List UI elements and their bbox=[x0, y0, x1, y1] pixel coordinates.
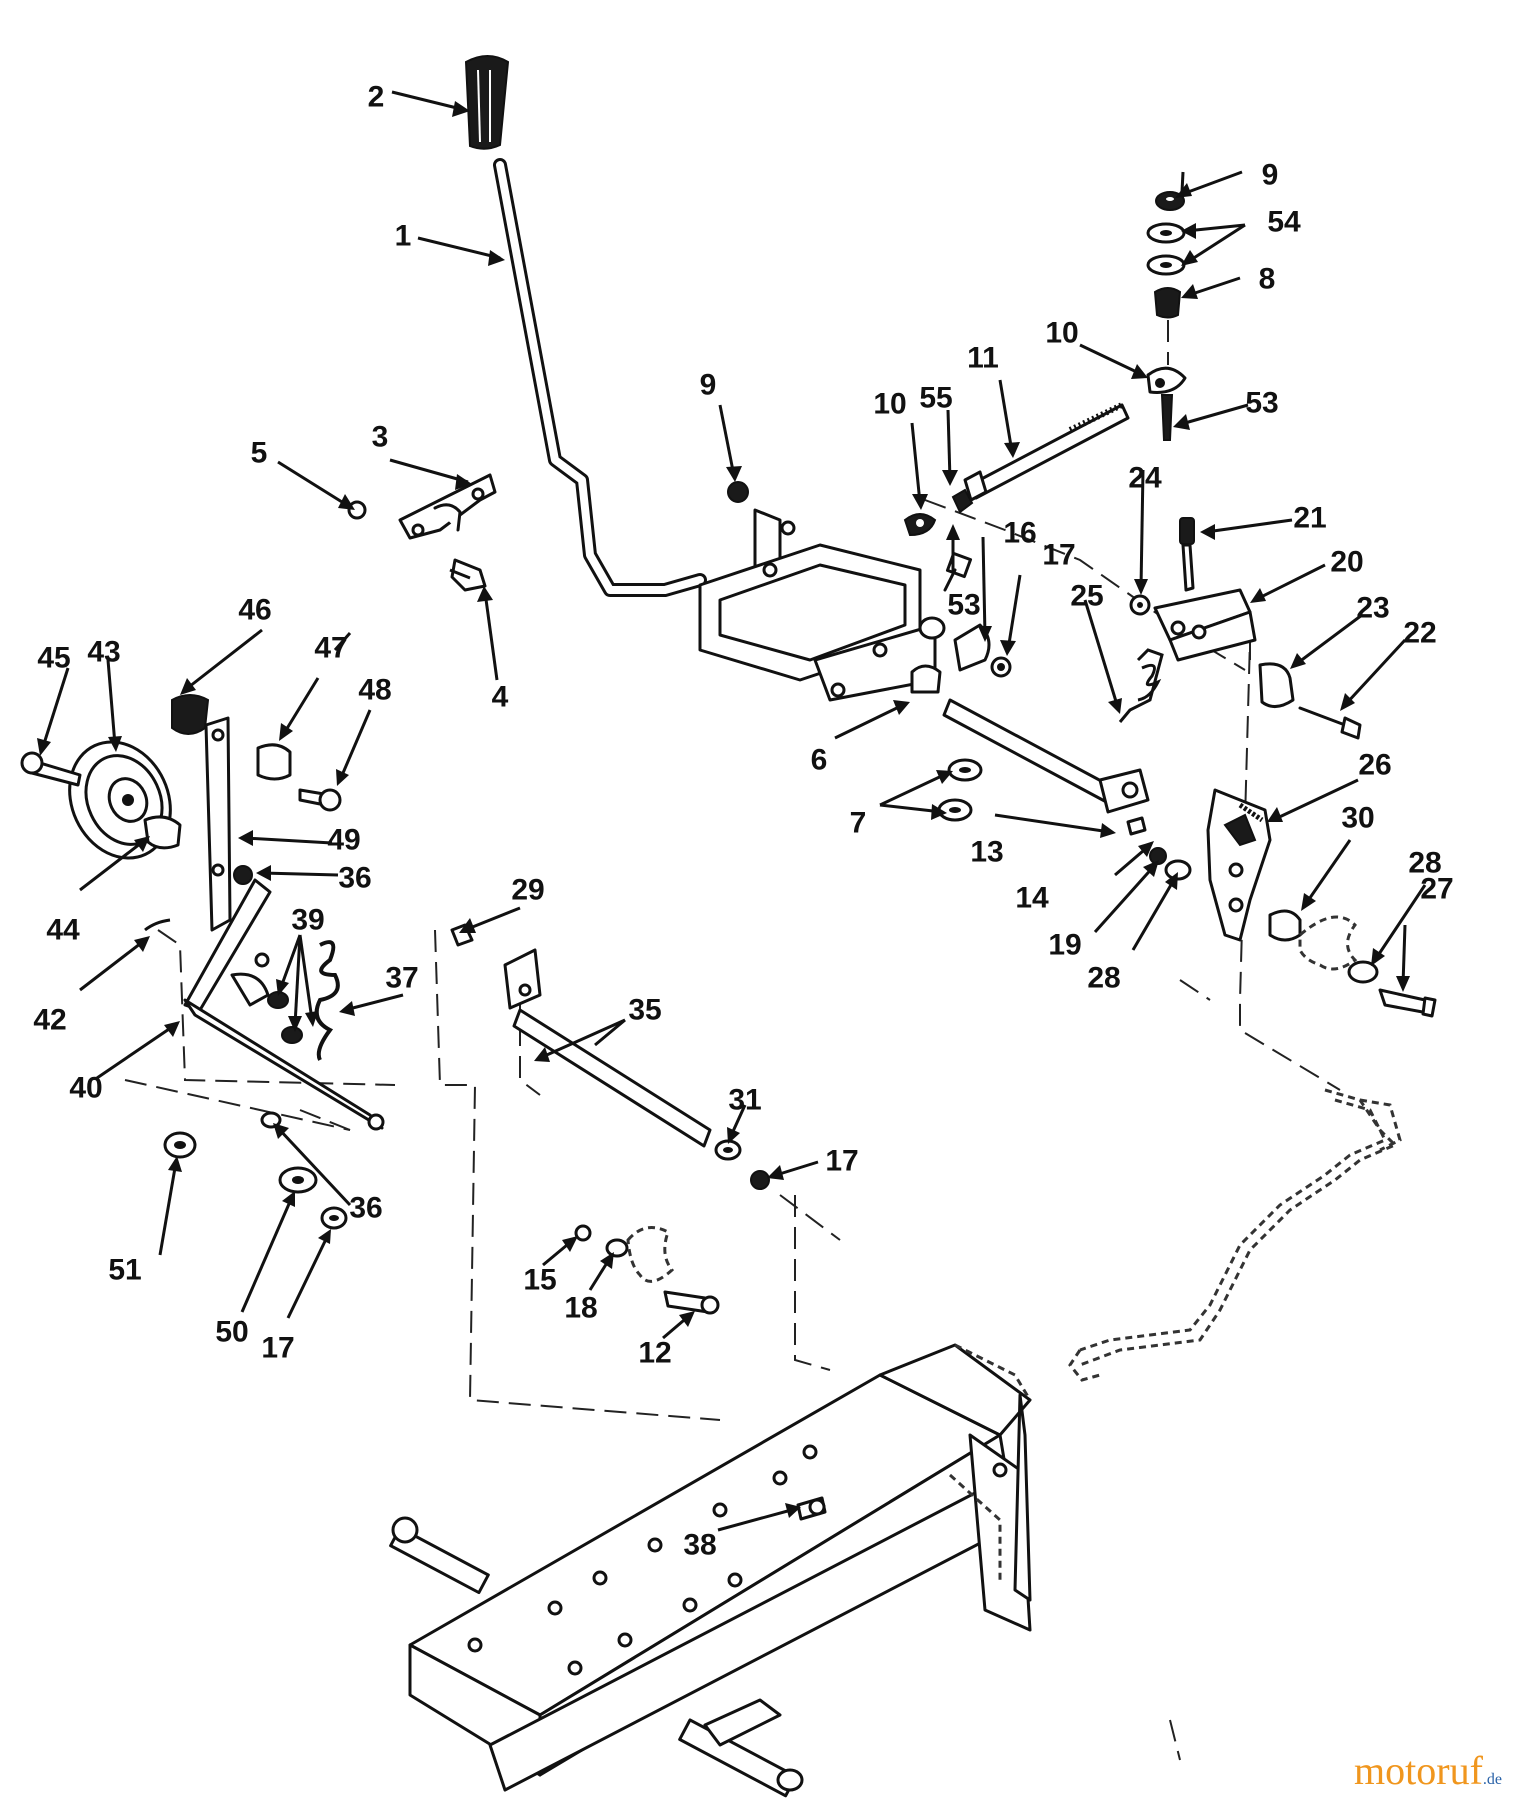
callout-10-right: 10 bbox=[1045, 317, 1078, 350]
callout-17-lower: 17 bbox=[261, 1332, 294, 1365]
lever-grip bbox=[464, 55, 510, 150]
callout-14: 14 bbox=[1015, 882, 1049, 915]
callout-49: 49 bbox=[327, 824, 360, 857]
watermark-tld: .de bbox=[1482, 1771, 1502, 1788]
callout-28-left: 28 bbox=[1087, 962, 1120, 995]
callout-28-right: 28 bbox=[1408, 847, 1441, 880]
callout-38: 38 bbox=[683, 1529, 716, 1562]
callout-17-middle: 17 bbox=[825, 1145, 858, 1178]
cross-shaft bbox=[937, 698, 1192, 881]
callout-44: 44 bbox=[46, 914, 80, 947]
quadrant-plate bbox=[1206, 788, 1437, 1018]
ghost-linkage bbox=[1068, 1088, 1402, 1382]
bracket-hardware bbox=[727, 481, 1012, 694]
idler-arm bbox=[171, 694, 342, 932]
callout-23: 23 bbox=[1356, 592, 1389, 625]
callout-36-upper: 36 bbox=[338, 862, 371, 895]
callout-20: 20 bbox=[1330, 546, 1363, 579]
callout-26: 26 bbox=[1358, 749, 1391, 782]
callout-54: 54 bbox=[1267, 206, 1301, 239]
threaded-rod bbox=[963, 402, 1130, 502]
callout-3: 3 bbox=[372, 421, 389, 454]
callout-2: 2 bbox=[368, 81, 385, 114]
callout-27: 27 bbox=[1420, 873, 1453, 906]
callout-6: 6 bbox=[811, 744, 828, 777]
tractor-frame bbox=[389, 1343, 1032, 1798]
callout-37: 37 bbox=[385, 962, 418, 995]
callout-29: 29 bbox=[511, 874, 544, 907]
callout-11: 11 bbox=[967, 342, 999, 375]
callout-labels: 1 2 3 4 5 6 7 8 9 9 10 10 11 12 13 14 15… bbox=[33, 81, 1453, 1562]
callout-30: 30 bbox=[1341, 802, 1374, 835]
callout-17-upper: 17 bbox=[1042, 539, 1075, 572]
callout-1: 1 bbox=[395, 220, 412, 253]
callout-39: 39 bbox=[291, 904, 324, 937]
callout-16: 16 bbox=[1003, 517, 1036, 550]
callout-46: 46 bbox=[238, 594, 271, 627]
callout-8: 8 bbox=[1259, 263, 1276, 296]
callout-35: 35 bbox=[628, 994, 661, 1027]
callout-4: 4 bbox=[492, 681, 509, 714]
callout-45: 45 bbox=[37, 642, 70, 675]
callout-47: 47 bbox=[314, 632, 347, 665]
callout-53-lower: 53 bbox=[947, 589, 980, 622]
callout-12: 12 bbox=[638, 1337, 671, 1370]
brake-rod bbox=[450, 923, 770, 1190]
callout-7: 7 bbox=[850, 807, 867, 840]
idler-pulley bbox=[20, 740, 182, 860]
pedal-hardware bbox=[163, 1111, 348, 1230]
callout-50: 50 bbox=[215, 1316, 248, 1349]
callout-43: 43 bbox=[87, 636, 120, 669]
callout-31: 31 bbox=[728, 1084, 761, 1117]
callout-24: 24 bbox=[1128, 462, 1162, 495]
callout-22: 22 bbox=[1403, 617, 1436, 650]
frame-bolt-hardware bbox=[574, 1224, 720, 1315]
callout-leaders bbox=[37, 90, 1427, 1532]
pedal-crank bbox=[144, 878, 385, 1131]
callout-40: 40 bbox=[69, 1072, 102, 1105]
callout-9-lower: 9 bbox=[700, 369, 717, 402]
control-lever bbox=[493, 158, 707, 597]
callout-53-upper: 53 bbox=[1245, 387, 1278, 420]
callout-55: 55 bbox=[919, 382, 952, 415]
callout-36-lower: 36 bbox=[349, 1192, 382, 1225]
callout-48: 48 bbox=[358, 674, 391, 707]
callout-9-upper: 9 bbox=[1262, 159, 1279, 192]
callout-19: 19 bbox=[1048, 929, 1081, 962]
watermark: motoruf.de bbox=[1354, 1747, 1502, 1794]
callout-13: 13 bbox=[970, 836, 1003, 869]
callout-21: 21 bbox=[1293, 502, 1326, 535]
callout-18: 18 bbox=[564, 1292, 597, 1325]
pivot-stack bbox=[1146, 191, 1187, 441]
callout-15: 15 bbox=[523, 1264, 556, 1297]
callout-51: 51 bbox=[108, 1254, 141, 1287]
clamp bbox=[347, 473, 497, 592]
watermark-brand: motoruf bbox=[1354, 1748, 1483, 1793]
callout-10-left: 10 bbox=[873, 388, 906, 421]
callout-25: 25 bbox=[1070, 580, 1103, 613]
callout-5: 5 bbox=[251, 437, 268, 470]
callout-42: 42 bbox=[33, 1004, 66, 1037]
stop-lever bbox=[1118, 517, 1362, 740]
pivot-bracket bbox=[698, 508, 937, 702]
